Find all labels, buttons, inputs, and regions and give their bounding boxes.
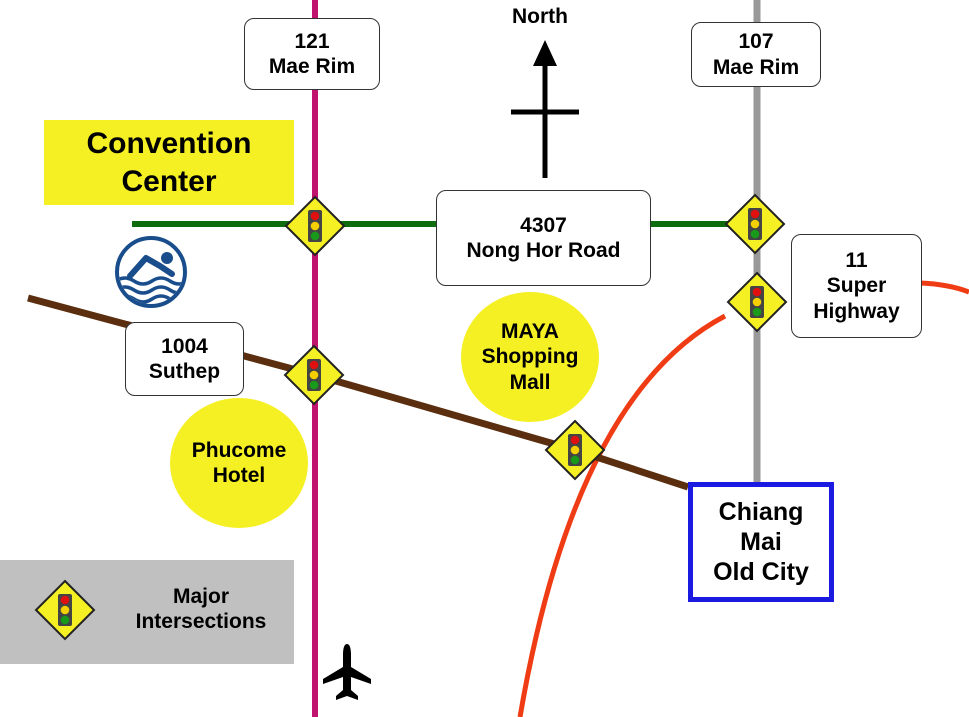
convention-center-label: Convention Center <box>44 120 294 205</box>
place-name-line: Shopping <box>481 345 579 369</box>
road-name: Highway <box>813 299 900 323</box>
super-highway-11-road-east <box>919 280 969 295</box>
road-number: 121 <box>294 29 330 53</box>
road-number: 107 <box>738 30 774 54</box>
traffic-light-icon <box>284 345 344 405</box>
traffic-light-icon <box>545 420 605 480</box>
road-name: Super <box>826 274 887 298</box>
suthep-1004-label: 1004 Suthep <box>125 322 244 396</box>
legend-traffic-light-icon <box>34 579 96 641</box>
traffic-light-icon <box>727 272 787 332</box>
legend-label: Major Intersections <box>108 576 294 642</box>
road-name: Mae Rim <box>268 55 356 78</box>
road-name: Mae Rim <box>712 55 800 79</box>
traffic-light-icon <box>725 194 785 254</box>
road-name: Suthep <box>148 360 221 383</box>
super-highway-11-label: 11 Super Highway <box>791 234 922 338</box>
place-name-line: MAYA <box>501 320 559 344</box>
road-number: 11 <box>845 249 868 273</box>
road-name: Nong Hor Road <box>466 239 621 262</box>
traffic-light-icon <box>285 196 345 256</box>
north-arrow <box>511 40 579 178</box>
nong-hor-4307-label: 4307 Nong Hor Road <box>436 190 651 286</box>
place-name-line: Hotel <box>212 464 266 487</box>
road-number: 1004 <box>161 334 208 358</box>
place-name-line: Mai <box>740 528 782 556</box>
place-name-line: Old City <box>713 558 809 586</box>
legend-line: Intersections <box>135 610 267 633</box>
airplane-icon <box>323 644 371 700</box>
place-name-line: Convention <box>86 127 252 160</box>
legend-line: Major <box>172 584 229 608</box>
place-name-line: Mall <box>509 370 551 394</box>
north-label: North <box>512 5 568 29</box>
road-number: 4307 <box>520 213 567 237</box>
chiang-mai-old-city-box: Chiang Mai Old City <box>688 482 834 602</box>
place-name-line: Center <box>121 164 217 198</box>
place-name-line: Phucome <box>191 438 287 462</box>
phucome-hotel-marker: Phucome Hotel <box>170 398 308 528</box>
mae-rim-121-label: 121 Mae Rim <box>244 18 380 90</box>
place-name-line: Chiang <box>718 498 804 526</box>
swimming-pool-icon <box>115 236 187 308</box>
mae-rim-107-label: 107 Mae Rim <box>691 22 821 87</box>
maya-shopping-mall-marker: MAYA Shopping Mall <box>461 292 599 422</box>
